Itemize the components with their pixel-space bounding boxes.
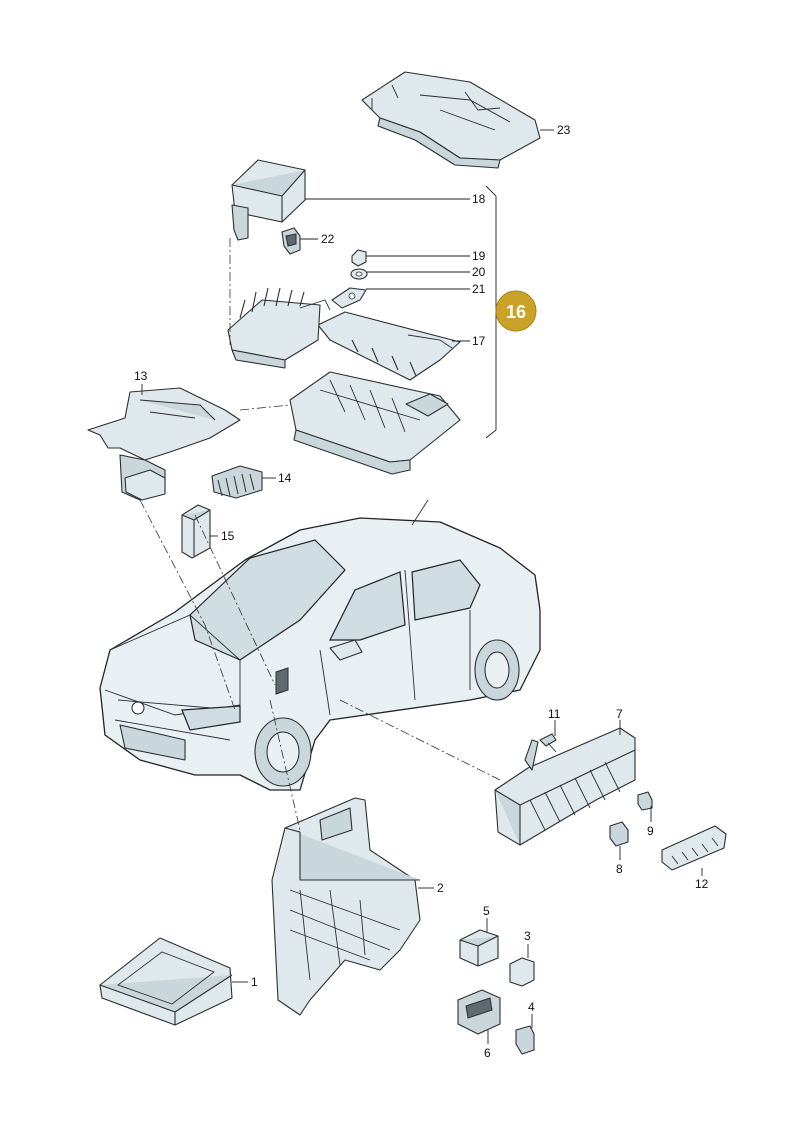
fuse-box-base[interactable] [289, 371, 461, 475]
label-5[interactable]: 5 [483, 904, 490, 918]
label-6[interactable]: 6 [484, 1046, 491, 1060]
part-1-control-unit[interactable] [99, 937, 233, 1026]
label-15[interactable]: 15 [221, 529, 235, 543]
label-3[interactable]: 3 [524, 929, 531, 943]
label-20[interactable]: 20 [472, 265, 486, 279]
part-18-relay[interactable] [231, 159, 306, 241]
label-19[interactable]: 19 [472, 249, 486, 263]
label-1[interactable]: 1 [251, 975, 258, 989]
part-5-relay[interactable] [459, 929, 499, 967]
part-9-fuse[interactable] [637, 791, 653, 811]
part-7-fuse-carrier[interactable] [494, 727, 636, 846]
label-9[interactable]: 9 [647, 824, 654, 838]
label-12[interactable]: 12 [695, 877, 709, 891]
leader-lines [141, 129, 703, 1044]
label-2[interactable]: 2 [437, 881, 444, 895]
part-15-relay[interactable] [181, 504, 211, 559]
badge-number: 16 [506, 302, 526, 322]
part-8-fuse[interactable] [609, 821, 629, 847]
label-8[interactable]: 8 [616, 862, 623, 876]
label-23[interactable]: 23 [557, 123, 571, 137]
label-14[interactable]: 14 [278, 471, 292, 485]
fuse-holder[interactable] [227, 287, 331, 369]
part-23-cover[interactable] [361, 71, 541, 169]
part-labels: 23 18 22 19 20 21 17 13 14 15 11 7 9 8 1… [134, 123, 709, 1060]
part-19-nut[interactable] [351, 249, 367, 267]
label-17[interactable]: 17 [472, 334, 486, 348]
part-17-busbar[interactable] [317, 311, 461, 381]
part-13-holder[interactable] [87, 387, 241, 501]
locator-lines [139, 238, 501, 831]
label-21[interactable]: 21 [472, 282, 486, 296]
part-22-fuse[interactable] [281, 227, 301, 255]
car-illustration [99, 499, 541, 791]
label-7[interactable]: 7 [616, 707, 623, 721]
group-badge-16[interactable]: 16 [495, 290, 537, 332]
badge-circle [495, 290, 537, 332]
part-4-fuse[interactable] [515, 1025, 535, 1055]
part-3-relay[interactable] [509, 957, 535, 987]
part-11-screw[interactable] [539, 733, 557, 753]
label-22[interactable]: 22 [321, 232, 335, 246]
label-11[interactable]: 11 [548, 707, 561, 721]
part-20-washer[interactable] [350, 268, 368, 280]
label-4[interactable]: 4 [528, 1000, 535, 1014]
label-18[interactable]: 18 [472, 192, 486, 206]
part-14-connector[interactable] [211, 465, 263, 499]
group-bracket [485, 185, 497, 439]
part-21-terminal[interactable] [331, 287, 367, 309]
part-12-fuse-strip[interactable] [661, 825, 727, 871]
part-2-bracket[interactable] [271, 797, 421, 1016]
part-6-holder[interactable] [457, 989, 501, 1035]
label-13[interactable]: 13 [134, 369, 148, 383]
